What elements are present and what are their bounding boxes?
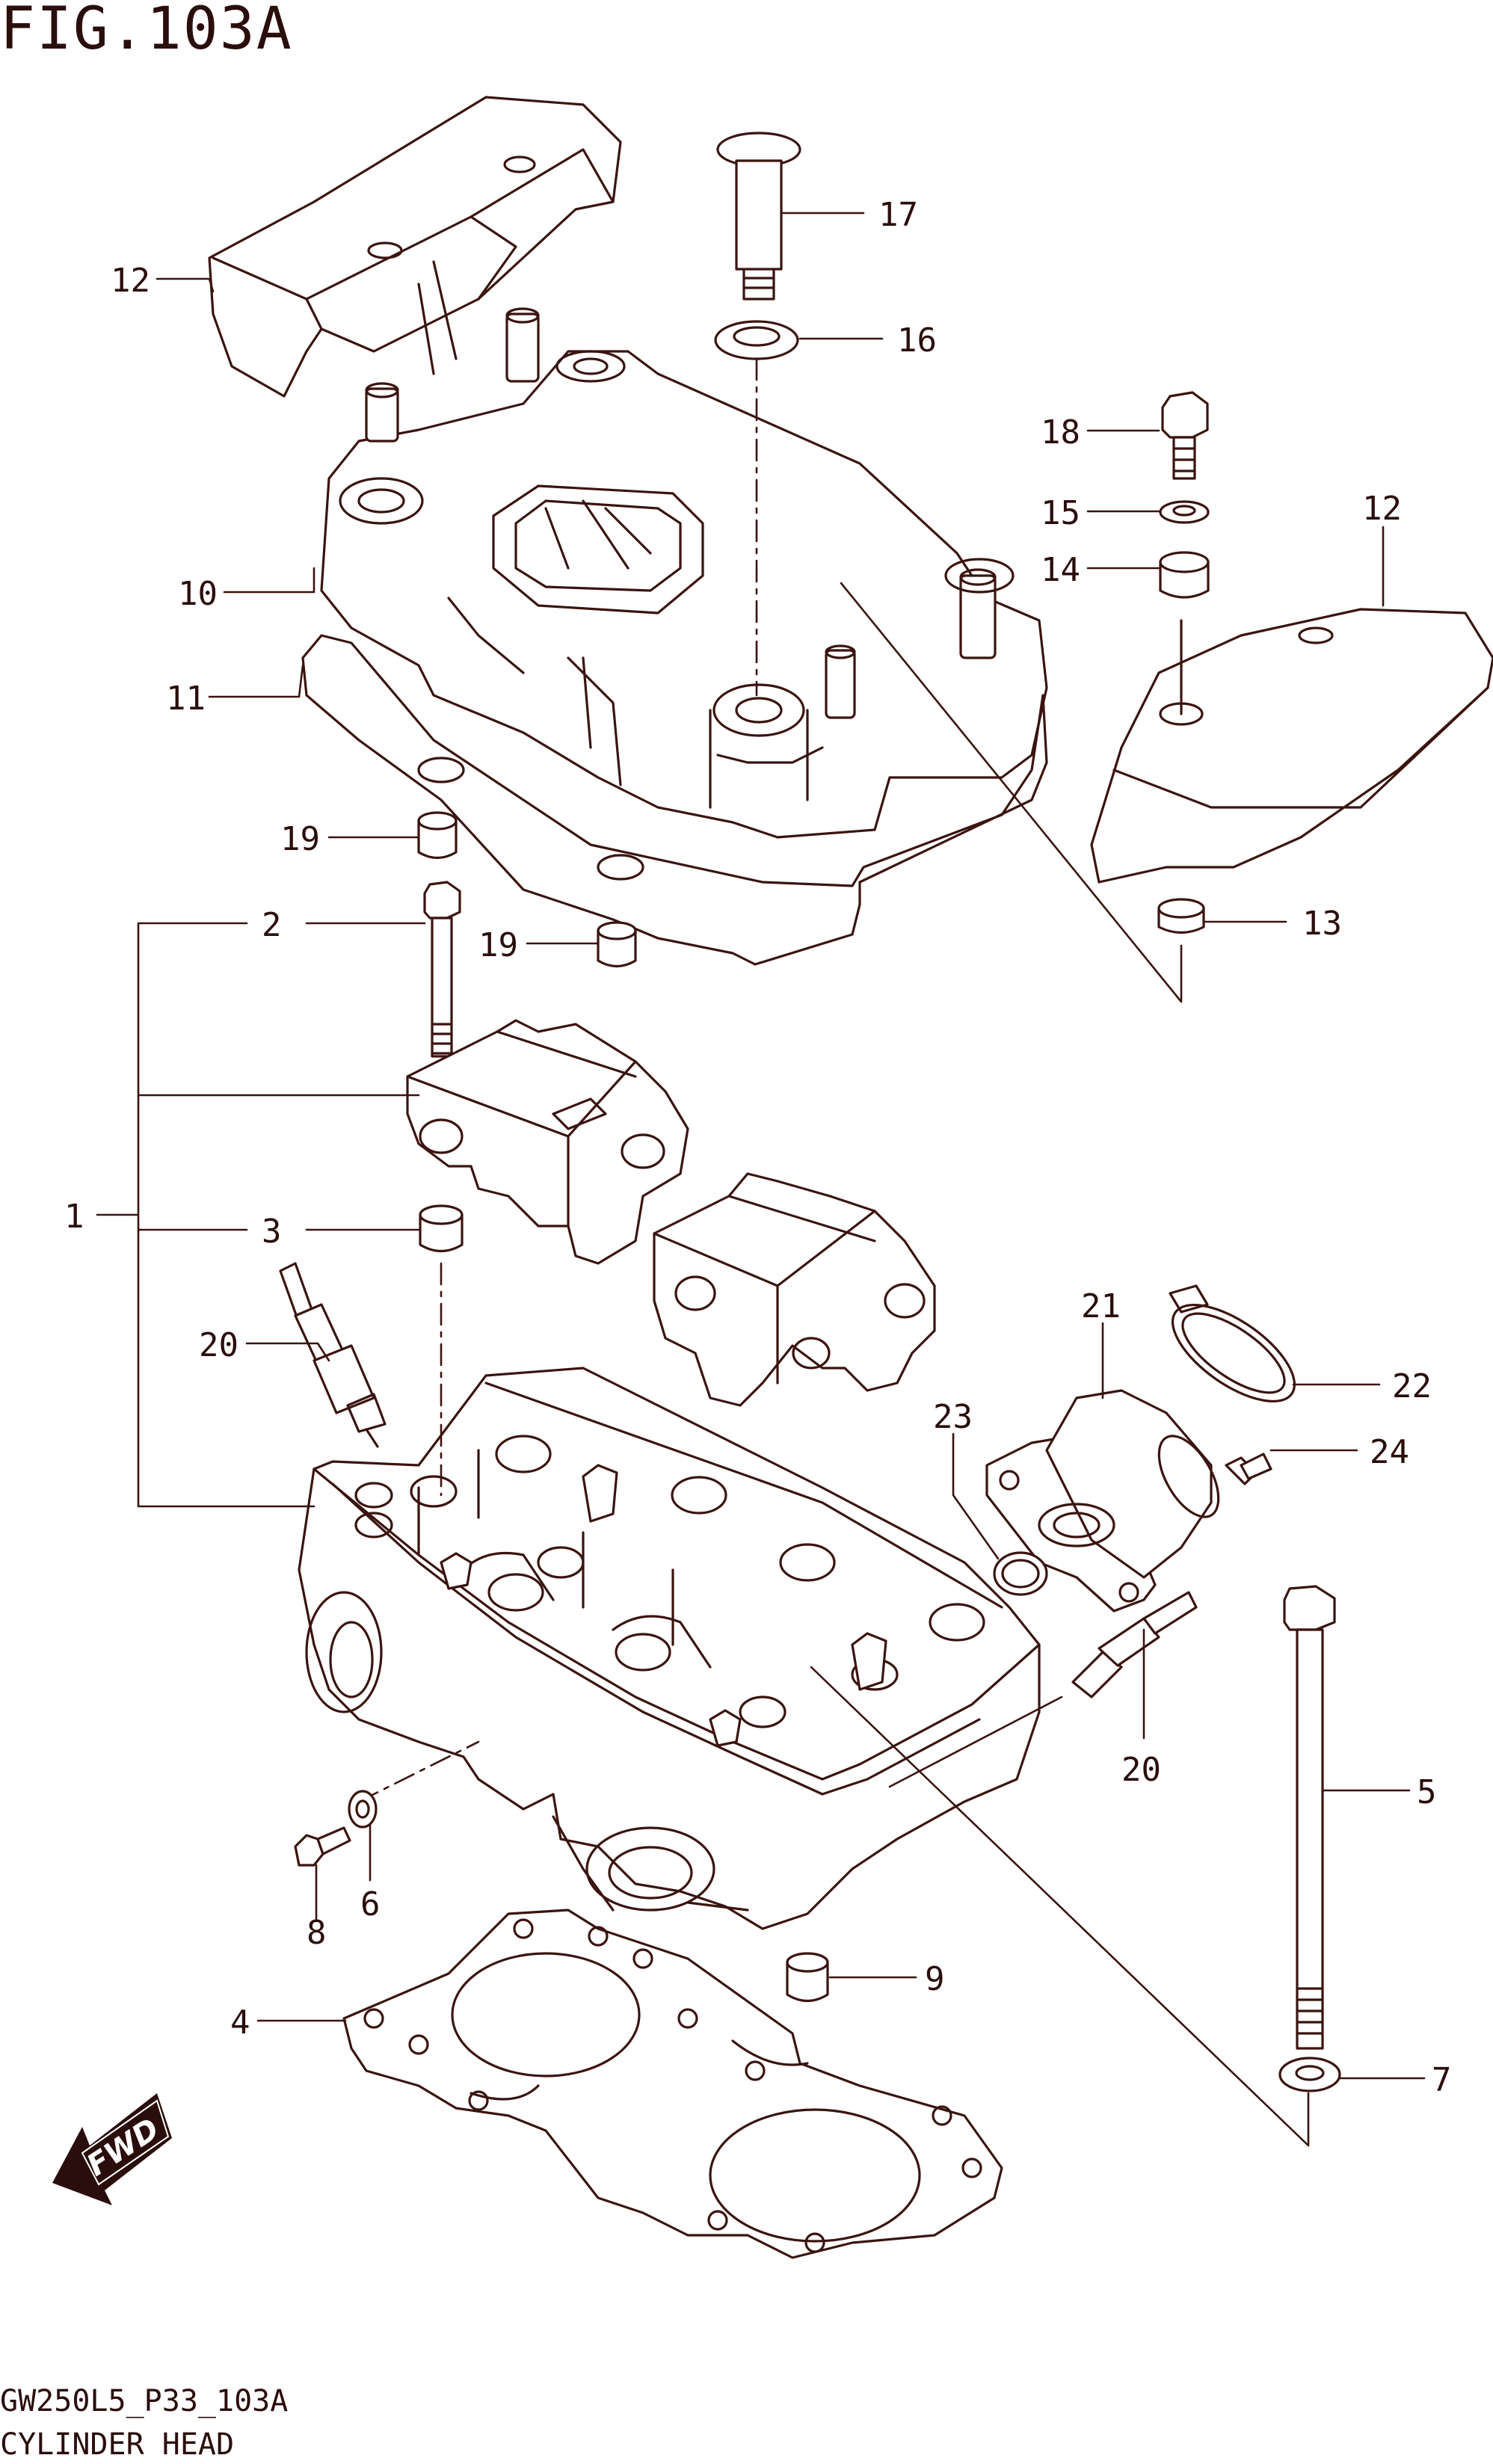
dowel-19-a bbox=[417, 811, 458, 860]
cover-shroud-left bbox=[208, 96, 622, 398]
leader-lines bbox=[96, 212, 1426, 2080]
cylinder-head bbox=[298, 1367, 1041, 1930]
o-ring-23 bbox=[993, 1551, 1048, 1596]
callout-20-left: 20 bbox=[199, 1326, 238, 1364]
callout-16: 16 bbox=[897, 321, 937, 360]
callout-6: 6 bbox=[360, 1885, 381, 1924]
bolt-8 bbox=[294, 1826, 351, 1867]
washer-7 bbox=[1278, 2057, 1341, 2092]
cover-shroud-right bbox=[1090, 608, 1493, 884]
spark-plug-right bbox=[1071, 1591, 1198, 1698]
spark-plug-left bbox=[279, 1262, 387, 1448]
bolt-5 bbox=[1283, 1585, 1336, 2050]
callout-11: 11 bbox=[166, 680, 206, 718]
callout-19-a: 19 bbox=[280, 820, 320, 858]
callout-24: 24 bbox=[1370, 1433, 1409, 1471]
collar-13 bbox=[1157, 898, 1205, 934]
camshaft-holder-rear bbox=[653, 1172, 936, 1407]
camshaft-holder-front bbox=[406, 1019, 689, 1265]
dowel-9 bbox=[786, 1952, 829, 2003]
callout-17: 17 bbox=[878, 196, 918, 234]
guide-bolt-17 bbox=[716, 132, 801, 301]
callout-5: 5 bbox=[1417, 1773, 1437, 1811]
callout-numbers: 1 2 3 4 5 6 7 8 9 10 11 12 12 13 14 15 1… bbox=[64, 196, 1452, 2099]
center-line-6 bbox=[357, 1740, 480, 1803]
callout-23: 23 bbox=[933, 1398, 973, 1436]
callout-14: 14 bbox=[1041, 551, 1080, 589]
figure-title: FIG.103A bbox=[0, 0, 293, 63]
assembly-line-7 bbox=[810, 1666, 1310, 2147]
fwd-arrow-icon: FWD bbox=[52, 2093, 172, 2205]
callout-19-b: 19 bbox=[478, 926, 518, 964]
intake-clamp bbox=[1169, 1284, 1296, 1403]
callout-10: 10 bbox=[178, 575, 218, 613]
washer-15 bbox=[1159, 500, 1210, 524]
callout-18: 18 bbox=[1041, 413, 1080, 452]
callout-20-right: 20 bbox=[1121, 1751, 1161, 1789]
figure-name: CYLINDER HEAD bbox=[0, 2427, 235, 2462]
callout-1: 1 bbox=[64, 1198, 84, 1236]
callout-9: 9 bbox=[925, 1960, 945, 1998]
callout-12-right: 12 bbox=[1362, 490, 1402, 528]
bolt-18 bbox=[1161, 391, 1209, 480]
callout-21: 21 bbox=[1081, 1287, 1121, 1325]
callout-22: 22 bbox=[1392, 1367, 1432, 1405]
bolt-2 bbox=[423, 881, 461, 1058]
cushion-14 bbox=[1159, 551, 1210, 599]
cylinder-head-gasket bbox=[342, 1909, 1003, 2259]
callout-2: 2 bbox=[262, 906, 282, 944]
washer-6 bbox=[348, 1790, 378, 1829]
callout-8: 8 bbox=[307, 1914, 327, 1952]
dowel-19-b bbox=[597, 921, 637, 968]
callout-4: 4 bbox=[230, 2003, 250, 2042]
callout-3: 3 bbox=[262, 1213, 282, 1251]
intake-pipe bbox=[985, 1389, 1220, 1613]
callout-15: 15 bbox=[1041, 494, 1080, 532]
callout-12-left: 12 bbox=[111, 262, 150, 300]
head-cover-gasket bbox=[301, 634, 1048, 966]
assembly-line-13 bbox=[840, 582, 1183, 1003]
callout-7: 7 bbox=[1432, 2061, 1452, 2099]
dowel-3 bbox=[419, 1204, 464, 1253]
screw-24 bbox=[1225, 1453, 1272, 1485]
callout-13: 13 bbox=[1302, 905, 1342, 943]
assembly-line-20b bbox=[888, 1695, 1063, 1788]
grommet-16 bbox=[714, 320, 799, 360]
cylinder-head-cover bbox=[320, 307, 1048, 839]
figure-code: GW250L5_P33_103A bbox=[0, 2384, 289, 2418]
